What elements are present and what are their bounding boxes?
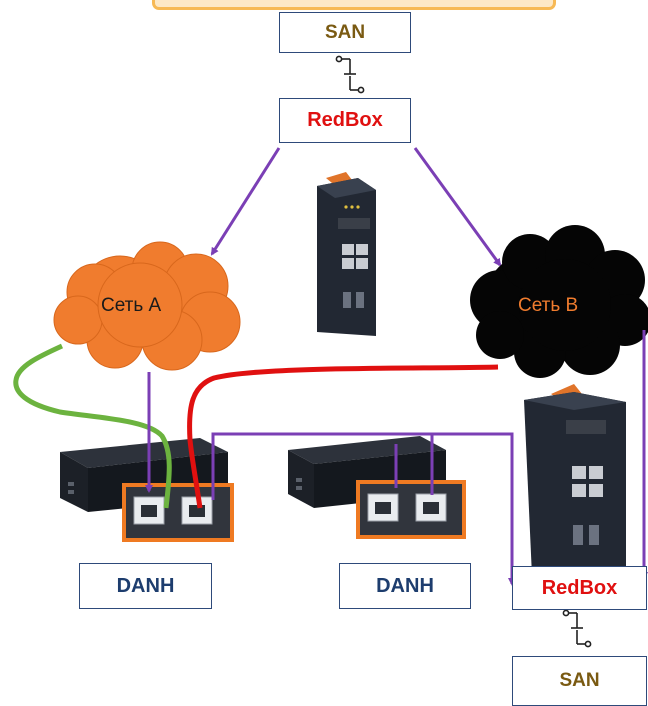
danh-device-mid — [288, 436, 466, 539]
redbox-box-right: RedBox — [512, 566, 647, 610]
redbox-label-right: RedBox — [541, 576, 618, 599]
danh-device-left — [60, 438, 234, 542]
redbox-box-top: RedBox — [279, 98, 411, 143]
connector-icon-bottom — [562, 609, 592, 648]
arrow-redbox-to-net-a — [210, 147, 281, 256]
connector-icon-top — [335, 55, 365, 94]
danh-label-left: DANH — [116, 574, 175, 597]
danh-box-mid: DANH — [339, 563, 471, 609]
link-red — [187, 364, 499, 509]
cloud-net-a — [53, 241, 241, 371]
danh-label-mid: DANH — [376, 574, 434, 597]
top-banner — [152, 0, 556, 10]
san-box-bottom: SAN — [512, 656, 647, 706]
redbox-label-top: RedBox — [307, 109, 383, 131]
san-label-top: SAN — [324, 21, 366, 43]
san-box-top: SAN — [279, 12, 411, 53]
link-green — [13, 343, 172, 509]
net-a-label: Сеть А — [101, 295, 162, 316]
redbox-device-right — [524, 384, 626, 580]
redbox-device-top — [317, 172, 376, 336]
net-b-label: Сеть В — [518, 295, 579, 316]
cloud-net-b — [470, 225, 648, 378]
san-label-bottom: SAN — [559, 670, 600, 691]
link-purple-danh-to-redbox — [211, 432, 516, 586]
arrow-redbox-to-net-b — [413, 147, 502, 267]
danh-box-left: DANH — [79, 563, 212, 609]
